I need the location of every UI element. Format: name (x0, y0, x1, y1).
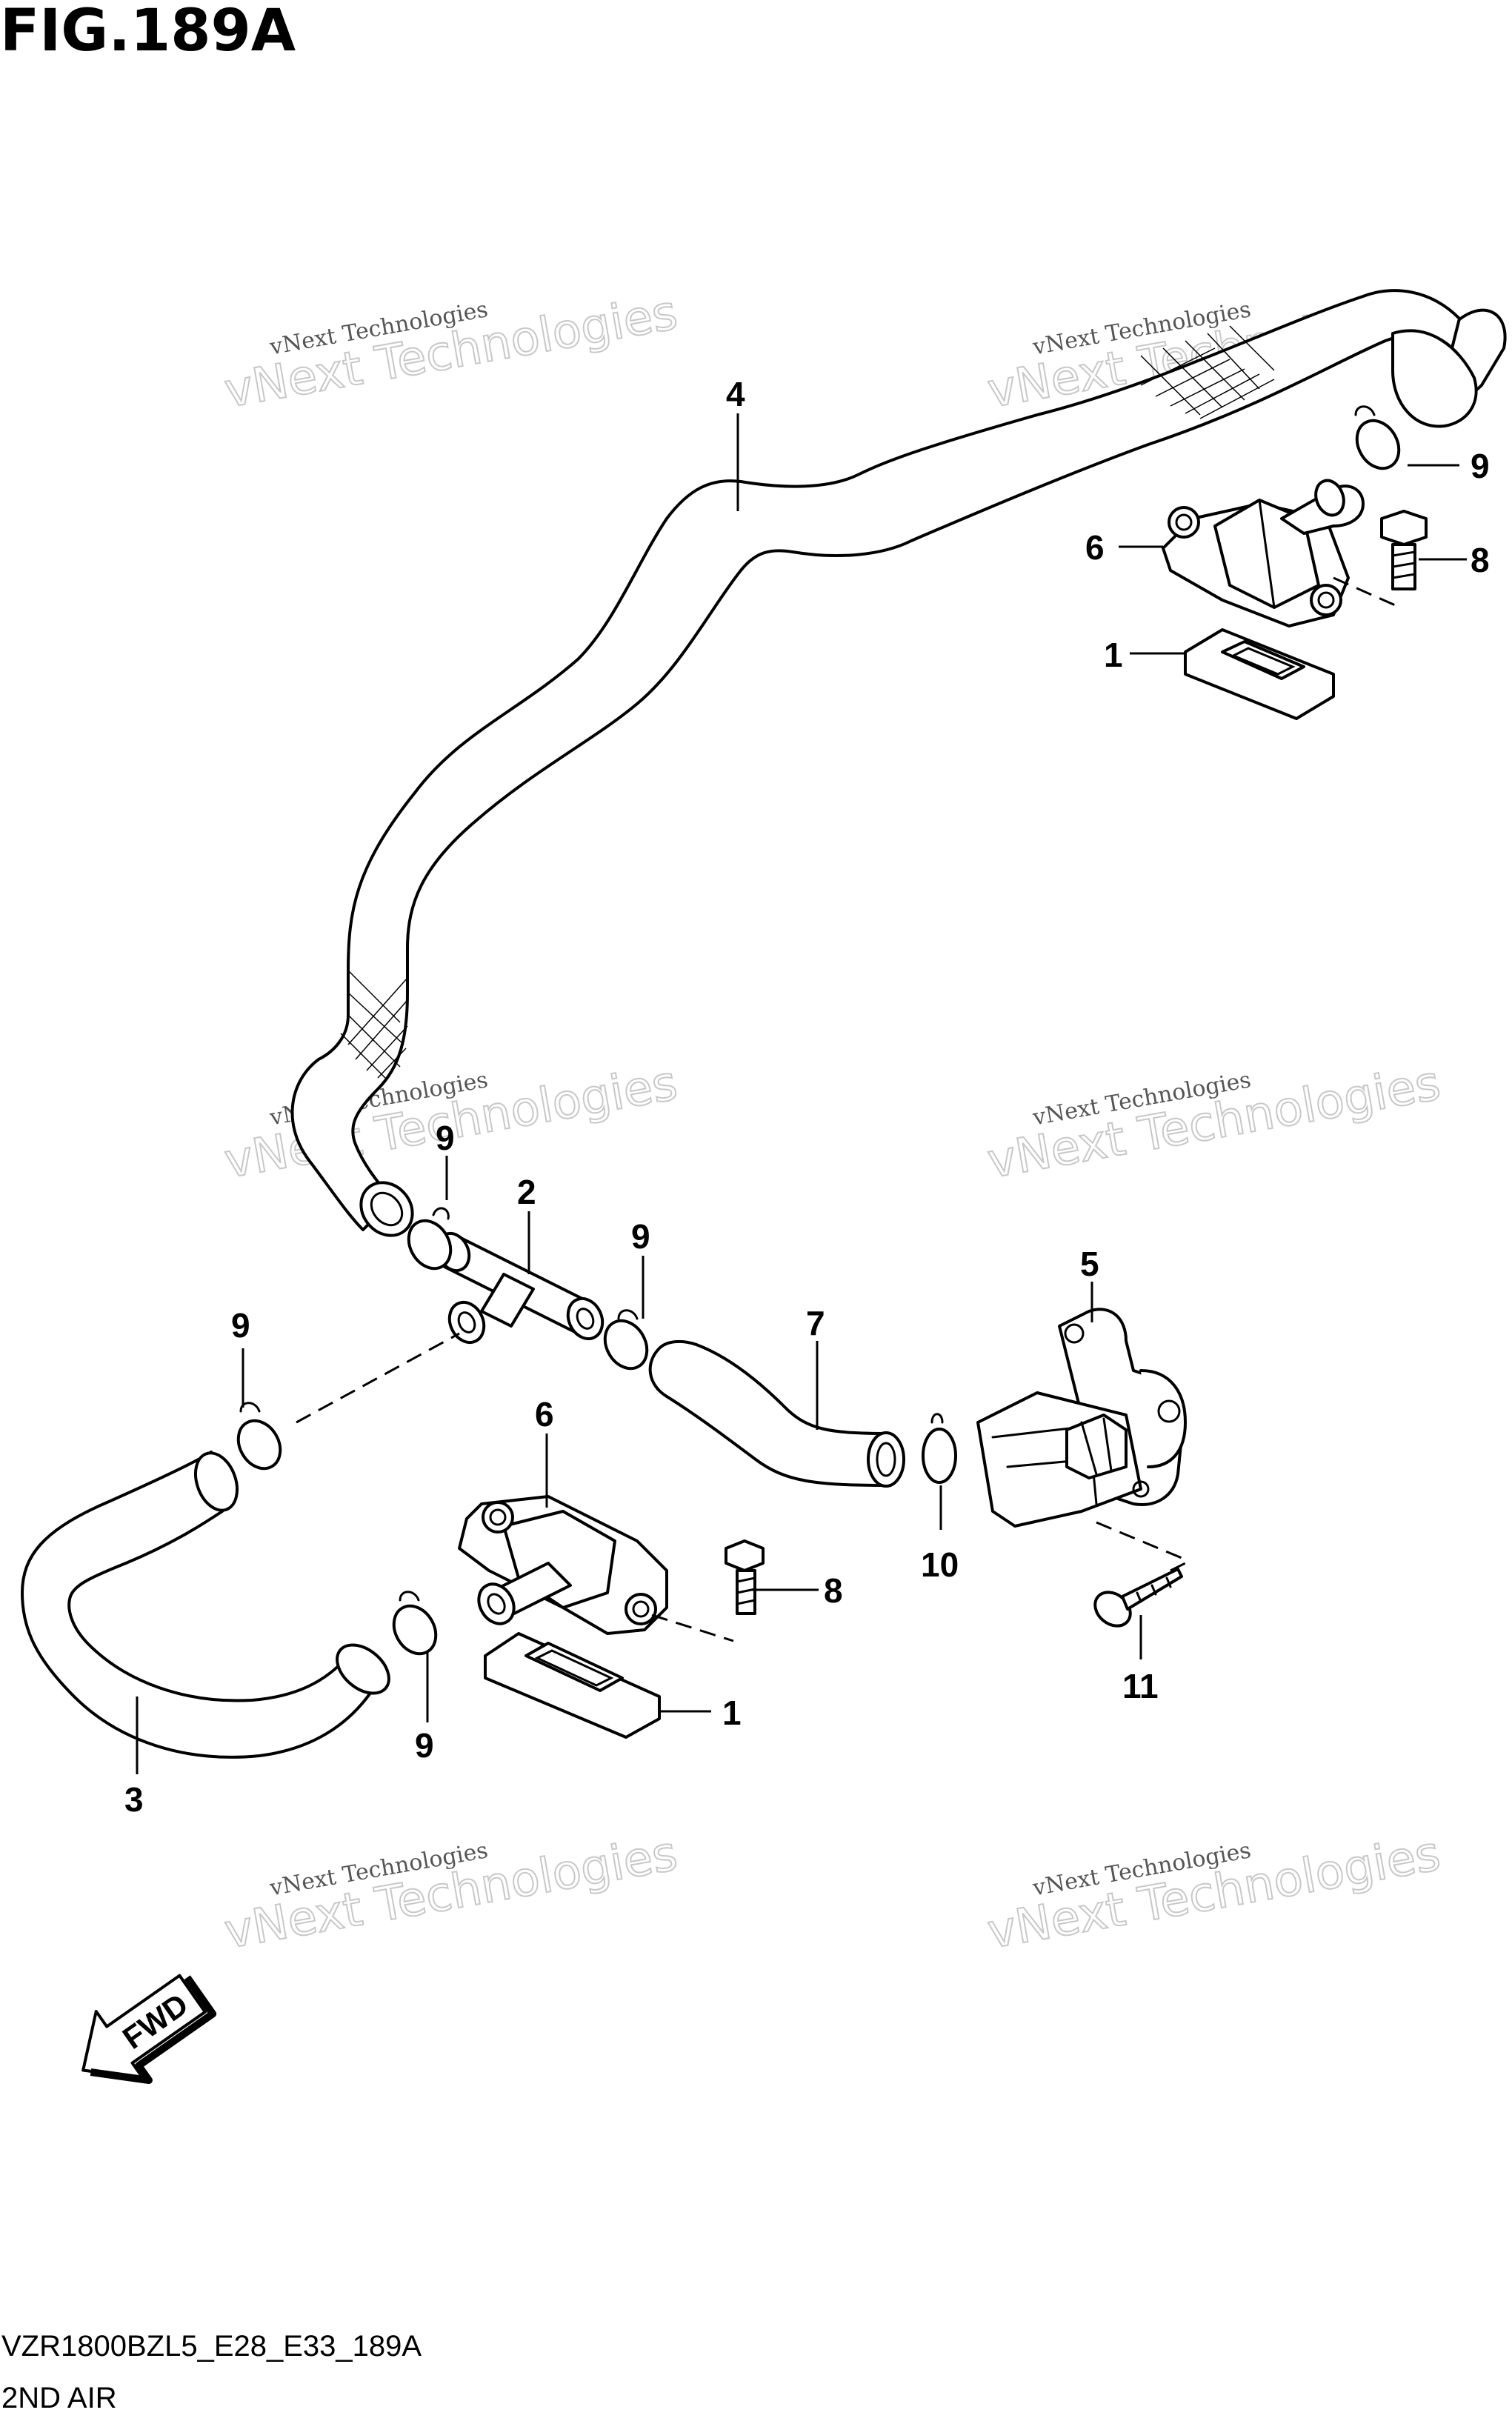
bolt-lower (725, 1539, 765, 1615)
hose-part-3 (21, 1451, 390, 1759)
hose-part-4 (290, 289, 1507, 1237)
screw-part-11 (1093, 1568, 1183, 1628)
callout-10: 10 (921, 1545, 959, 1584)
model-code: VZR1800BZL5_E28_E33_189A (1, 2330, 422, 2363)
callout-2: 2 (517, 1173, 536, 1211)
gasket-upper (1184, 628, 1335, 720)
callout-7: 7 (806, 1304, 825, 1342)
callout-9: 9 (415, 1726, 434, 1765)
callout-6: 6 (535, 1395, 554, 1434)
callout-9: 9 (436, 1119, 455, 1157)
section-name: 2ND AIR (1, 2382, 117, 2414)
clamp-mid-left (407, 1207, 453, 1271)
alignment-lines (296, 576, 1401, 1642)
callout-labels: 4 9 8 6 1 9 2 9 9 5 7 6 8 10 11 1 9 3 (124, 375, 1490, 1819)
callout-5: 5 (1080, 1245, 1099, 1283)
reed-valve-cover-lower (458, 1495, 668, 1635)
clamp-part-10 (922, 1413, 957, 1484)
callout-11: 11 (1122, 1667, 1159, 1705)
callout-9: 9 (631, 1217, 650, 1256)
callout-9: 9 (231, 1306, 250, 1345)
hose-part-7 (648, 1339, 905, 1488)
reed-valve-cover-upper (1162, 479, 1365, 627)
callout-3: 3 (124, 1780, 144, 1819)
clamp-lower-left (392, 1591, 438, 1656)
callout-8: 8 (824, 1571, 843, 1610)
figure-title: FIG.189A (0, 0, 296, 64)
leader-lines (136, 413, 1467, 1774)
callout-1: 1 (1104, 636, 1123, 674)
clamp-upper-right (1354, 405, 1401, 470)
callout-1: 1 (722, 1694, 742, 1732)
callout-6: 6 (1085, 528, 1105, 567)
hose-mesh-lower (340, 970, 408, 1079)
callout-4: 4 (726, 375, 745, 413)
gasket-lower (484, 1632, 661, 1739)
clamp-left (236, 1402, 282, 1471)
t-joint-part-2 (436, 1231, 605, 1345)
air-control-valve-part-5 (976, 1308, 1187, 1528)
fwd-arrow-icon: FWD (81, 1974, 217, 2084)
bolt-upper (1380, 510, 1428, 590)
callout-9: 9 (1471, 447, 1490, 485)
clamp-mid-center (603, 1309, 649, 1371)
hose-mesh-upper (1140, 325, 1275, 419)
callout-8: 8 (1471, 541, 1490, 579)
